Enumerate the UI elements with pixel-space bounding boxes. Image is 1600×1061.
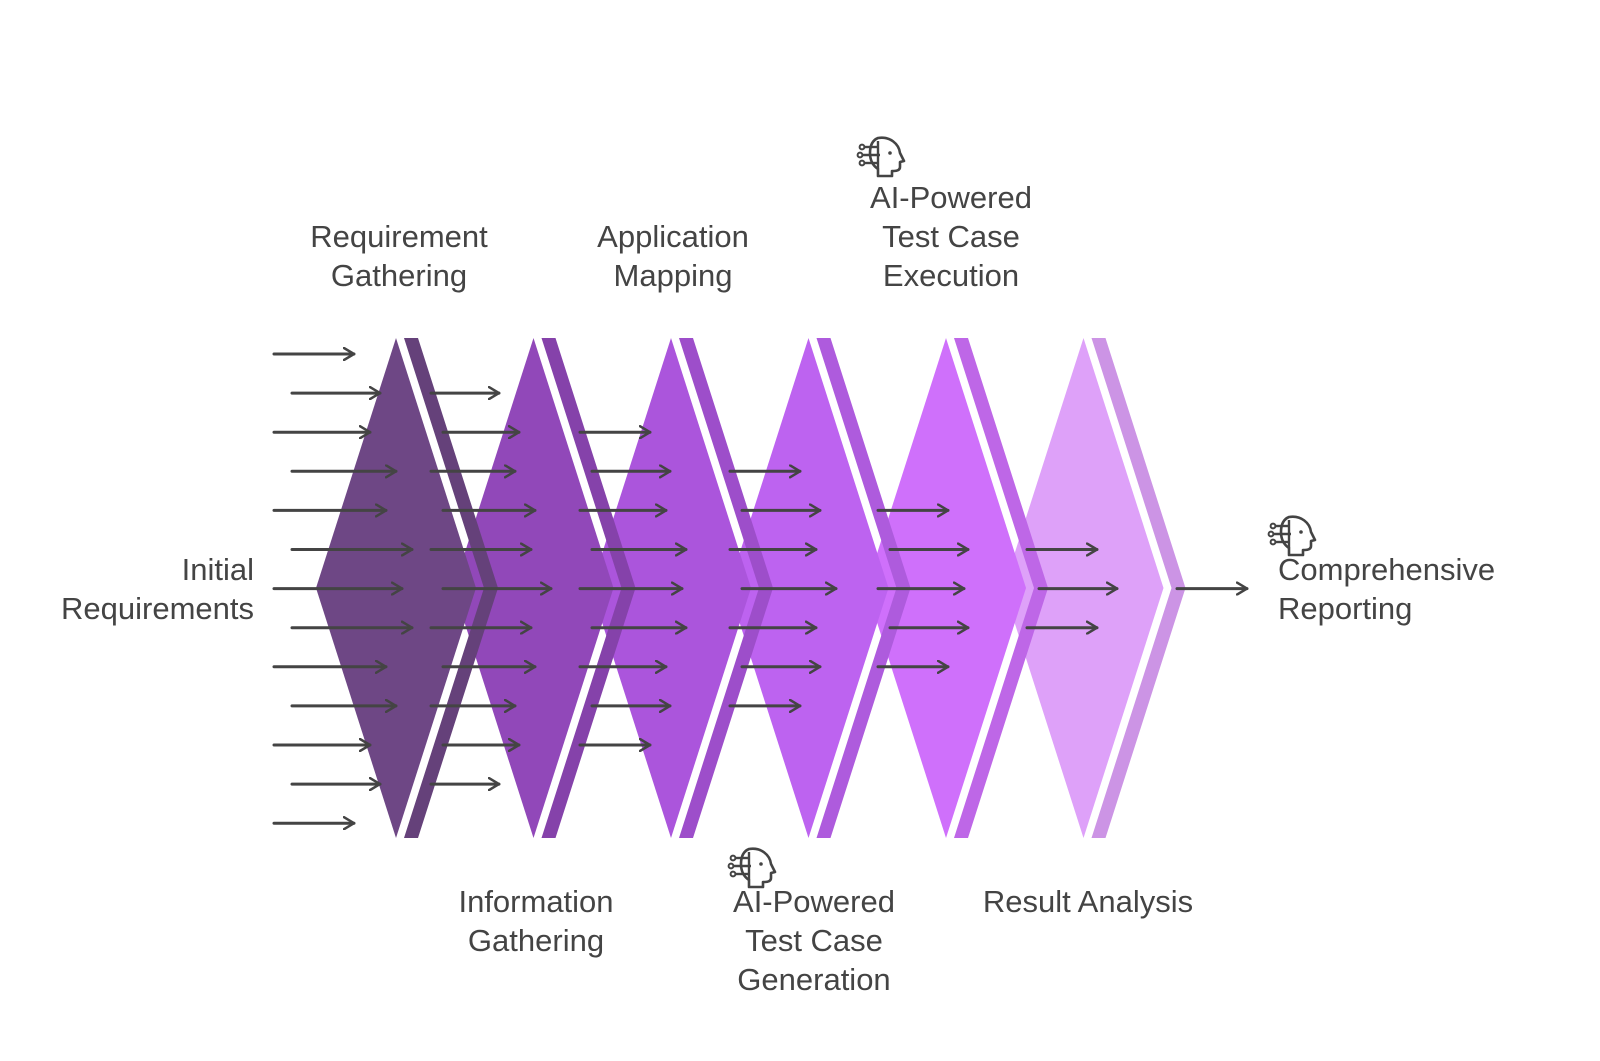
stage-5-label-line-1: AI-Powered bbox=[870, 180, 1032, 215]
stage-4-label-line-1: AI-Powered bbox=[733, 884, 895, 919]
input-label: Initial Requirements bbox=[61, 550, 254, 628]
output-label-line-1: Comprehensive bbox=[1278, 552, 1496, 587]
output-label: Comprehensive Reporting bbox=[1278, 550, 1495, 628]
stage-5-label-line-3: Execution bbox=[882, 258, 1020, 293]
input-label-line-2: Requirements bbox=[61, 591, 254, 626]
stage-1-label-line-2: Gathering bbox=[330, 258, 468, 293]
input-label-line-1: Initial bbox=[181, 552, 254, 587]
stage-label-application-mapping: Application Mapping bbox=[597, 217, 749, 295]
stage-label-requirement-gathering: Requirement Gathering bbox=[310, 217, 487, 295]
stage-4-label-line-3: Generation bbox=[737, 962, 891, 997]
stage-3-label-line-1: Application bbox=[597, 219, 749, 254]
stage-5-label-line-2: Test Case bbox=[882, 219, 1020, 254]
ai-head-icon bbox=[1267, 515, 1317, 557]
stage-3-label-line-2: Mapping bbox=[613, 258, 733, 293]
stage-6-label-line-1: Result Analysis bbox=[982, 884, 1194, 919]
stage-1-label-line-1: Requirement bbox=[310, 219, 488, 254]
ai-head-icon bbox=[727, 847, 777, 889]
ai-head-icon bbox=[856, 136, 906, 178]
stage-label-information-gathering: Information Gathering bbox=[458, 882, 613, 960]
stage-2-label-line-1: Information bbox=[458, 884, 614, 919]
stage-label-test-case-execution: AI-Powered Test Case Execution bbox=[870, 178, 1032, 295]
output-label-line-2: Reporting bbox=[1278, 591, 1413, 626]
stage-2-label-line-2: Gathering bbox=[467, 923, 605, 958]
stage-label-result-analysis: Result Analysis bbox=[983, 882, 1193, 921]
stage-4-label-line-2: Test Case bbox=[745, 923, 883, 958]
stage-label-test-case-generation: AI-Powered Test Case Generation bbox=[733, 882, 895, 999]
